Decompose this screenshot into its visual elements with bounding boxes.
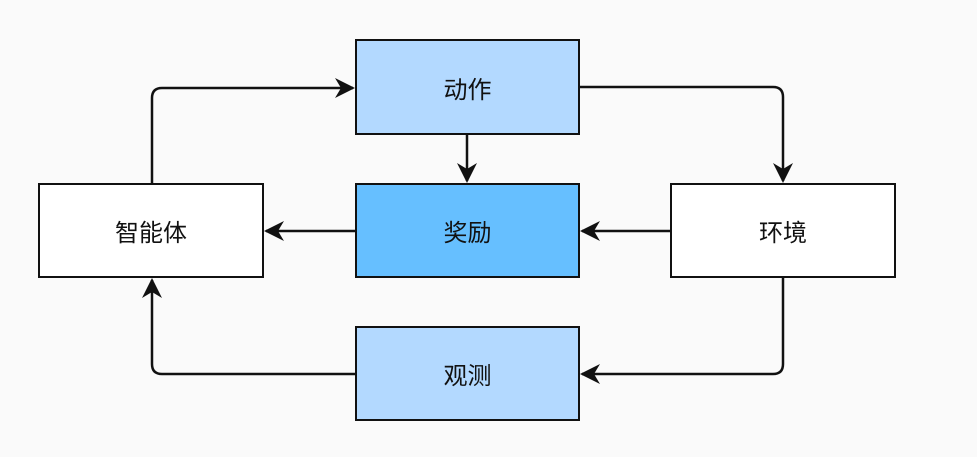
agent-label: 智能体 <box>115 219 187 247</box>
environment-node: 环境 <box>670 183 896 278</box>
edge-environment-to-observation <box>580 278 785 384</box>
agent-node: 智能体 <box>38 183 264 278</box>
environment-label: 环境 <box>759 219 807 247</box>
observation-node: 观测 <box>355 326 580 421</box>
edge-observation-to-agent <box>142 278 355 376</box>
reward-label: 奖励 <box>443 219 492 247</box>
action-label: 动作 <box>443 75 492 104</box>
observation-label: 观测 <box>443 362 492 390</box>
action-node: 动作 <box>355 39 580 135</box>
edge-action-to-environment <box>580 85 793 183</box>
edge-agent-to-action <box>150 78 355 183</box>
reward-node: 奖励 <box>355 183 580 278</box>
